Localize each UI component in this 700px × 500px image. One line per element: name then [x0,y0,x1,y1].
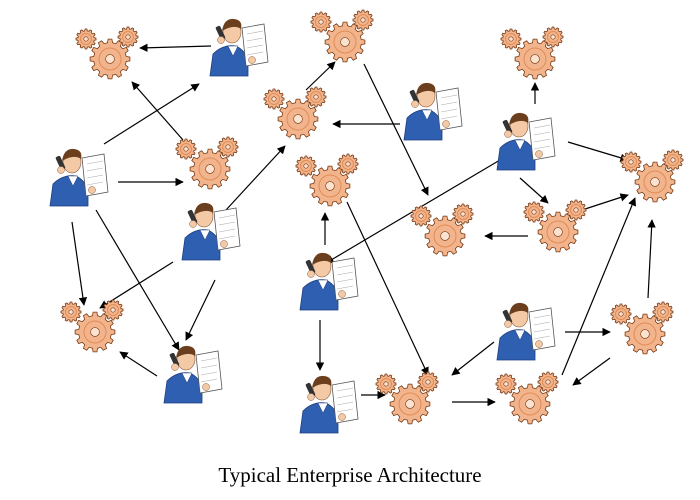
connection-arrow [572,357,611,386]
person-with-phone-icon [209,18,269,77]
connection-arrow [103,83,200,145]
connection-arrow [71,221,88,306]
connection-arrow [185,279,216,341]
gear-cluster-icon [263,86,327,140]
gear-cluster-icon [500,26,564,80]
diagram-caption: Typical Enterprise Architecture [218,463,482,487]
person-with-phone-icon [49,148,109,207]
gear-cluster-icon [295,153,359,207]
connection-arrows [71,43,656,407]
connection-arrow [647,219,656,299]
connection-arrow [139,43,212,52]
connection-arrow [99,261,174,309]
connection-arrow [95,209,180,351]
connection-arrow [451,341,495,376]
gear-cluster-icon [610,301,674,355]
connection-arrow [346,201,429,376]
gear-cluster-icon [495,371,559,425]
person-with-phone-icon [299,252,359,311]
connection-arrow [131,81,184,141]
connection-arrow [561,197,637,376]
connection-arrow [581,193,629,211]
gear-cluster-icon [310,9,374,63]
gear-cluster-icon [175,136,239,190]
diagram-nodes [49,9,684,434]
gear-cluster-icon [523,199,587,253]
gear-cluster-icon [375,371,439,425]
person-with-phone-icon [496,112,556,171]
gear-cluster-icon [620,149,684,203]
connection-arrow [119,351,158,377]
person-with-phone-icon [496,302,556,361]
connection-arrow [305,61,336,91]
connection-arrow [225,145,286,211]
person-with-phone-icon [181,202,241,261]
person-with-phone-icon [403,82,463,141]
connection-arrow [363,63,429,196]
person-with-phone-icon [163,345,223,404]
connection-arrow [519,177,549,204]
gear-cluster-icon [75,26,139,80]
gear-cluster-icon [60,299,124,353]
connection-arrow [567,141,629,162]
gear-cluster-icon [410,203,474,257]
person-with-phone-icon [299,375,359,434]
